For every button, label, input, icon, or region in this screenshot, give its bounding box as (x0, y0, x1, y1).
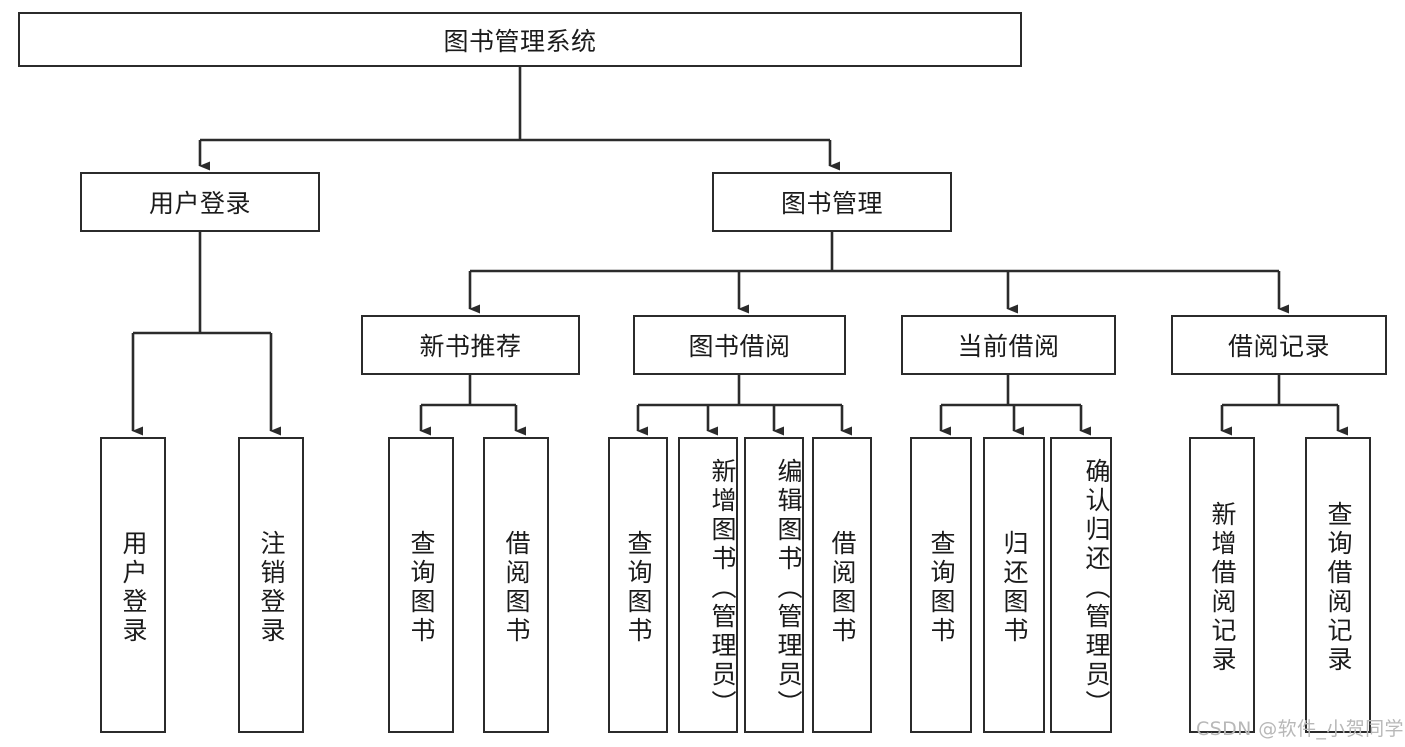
node-user-login[interactable]: 用户登录 (80, 172, 320, 232)
leaf-confirm-return-admin[interactable]: 确认归还（管理员） (1050, 437, 1112, 733)
leaf-logout[interactable]: 注销登录 (238, 437, 304, 733)
node-book-management[interactable]: 图书管理 (712, 172, 952, 232)
node-current-borrow[interactable]: 当前借阅 (901, 315, 1116, 375)
leaf-query-book-rec[interactable]: 查询图书 (388, 437, 454, 733)
leaf-edit-book-admin[interactable]: 编辑图书（管理员） (744, 437, 804, 733)
leaf-query-borrow-record[interactable]: 查询借阅记录 (1305, 437, 1371, 733)
leaf-add-borrow-record[interactable]: 新增借阅记录 (1189, 437, 1255, 733)
csdn-watermark: CSDN @软件_小贺同学 (1196, 718, 1404, 740)
node-book-borrow[interactable]: 图书借阅 (633, 315, 846, 375)
leaf-borrow-book-rec[interactable]: 借阅图书 (483, 437, 549, 733)
leaf-query-book-borrow[interactable]: 查询图书 (608, 437, 668, 733)
node-borrow-record[interactable]: 借阅记录 (1171, 315, 1387, 375)
leaf-return-book[interactable]: 归还图书 (983, 437, 1045, 733)
leaf-add-book-admin[interactable]: 新增图书（管理员） (678, 437, 738, 733)
leaf-user-login[interactable]: 用户登录 (100, 437, 166, 733)
leaf-query-book-current[interactable]: 查询图书 (910, 437, 972, 733)
node-new-book-recommend[interactable]: 新书推荐 (361, 315, 580, 375)
leaf-borrow-book[interactable]: 借阅图书 (812, 437, 872, 733)
node-root[interactable]: 图书管理系统 (18, 12, 1022, 67)
